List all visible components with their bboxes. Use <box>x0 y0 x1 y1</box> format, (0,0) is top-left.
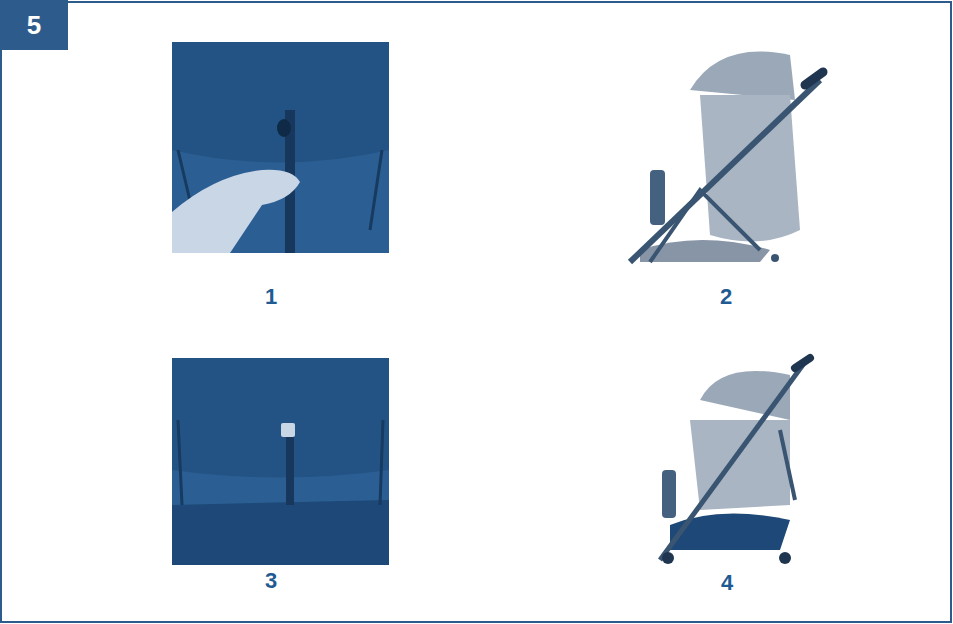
section-number: 5 <box>27 10 41 41</box>
photo-stroller-side <box>630 52 823 262</box>
photo-seat-back <box>172 358 389 565</box>
callout-number: 4 <box>721 572 733 594</box>
callout-number: 2 <box>720 286 732 308</box>
photo-stroller-upright <box>660 358 810 564</box>
callout-number: 3 <box>265 570 277 592</box>
photo-seat-strap <box>172 42 389 253</box>
callout-number: 1 <box>265 286 277 308</box>
section-badge: 5 <box>0 0 68 50</box>
